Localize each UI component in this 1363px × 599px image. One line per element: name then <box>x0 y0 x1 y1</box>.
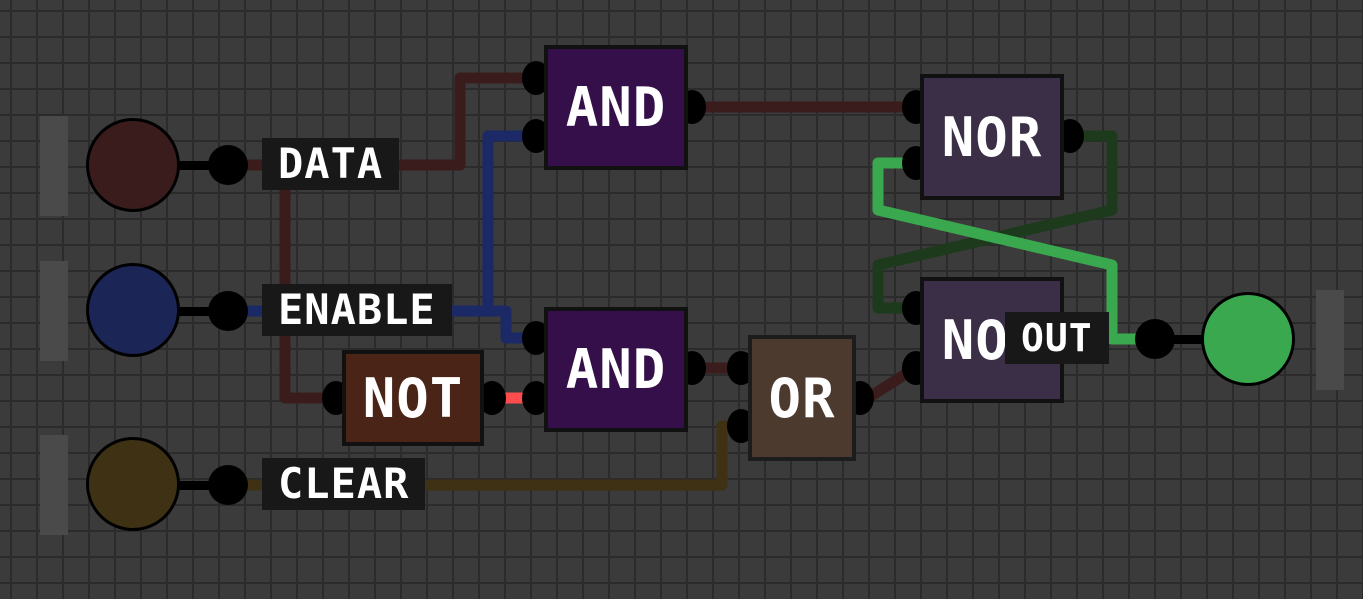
output-pin-enable[interactable] <box>208 291 248 331</box>
wire-enable-to-and-bottom[interactable] <box>488 305 530 344</box>
label-data: DATA <box>262 138 400 190</box>
output-stub <box>1170 335 1206 344</box>
input-toggle-data[interactable] <box>86 118 180 212</box>
gate-nor-top[interactable]: NOR <box>920 74 1064 200</box>
wire-nor-bottom-feedback[interactable] <box>872 157 1155 345</box>
input-stub-enable <box>178 307 218 316</box>
gate-and-top[interactable]: AND <box>544 45 688 170</box>
input-pin-out[interactable] <box>1135 319 1175 359</box>
output-pad[interactable] <box>1316 290 1344 390</box>
wire-data-to-not[interactable] <box>279 165 335 404</box>
gate-and-bottom[interactable]: AND <box>544 307 688 432</box>
label-clear: CLEAR <box>262 458 426 510</box>
output-indicator <box>1201 292 1295 386</box>
input-toggle-enable[interactable] <box>86 263 180 357</box>
gate-not[interactable]: NOT <box>342 350 484 446</box>
label-out: OUT <box>1005 312 1109 364</box>
input-pad-enable[interactable] <box>40 261 68 361</box>
label-enable: ENABLE <box>262 284 452 336</box>
gate-or[interactable]: OR <box>748 335 856 461</box>
gate-nor-bottom[interactable]: NOR <box>920 277 1064 403</box>
output-pin-data[interactable] <box>208 145 248 185</box>
input-toggle-clear[interactable] <box>86 437 180 531</box>
output-pin-clear[interactable] <box>208 465 248 505</box>
input-stub-clear <box>178 481 218 490</box>
input-pad-data[interactable] <box>40 116 68 216</box>
input-pad-clear[interactable] <box>40 435 68 535</box>
input-stub-data <box>178 161 218 170</box>
